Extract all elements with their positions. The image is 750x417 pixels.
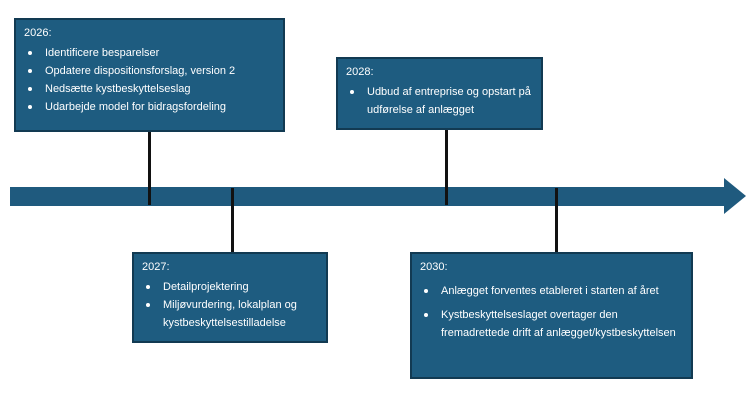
milestone-item: Kystbeskyttelseslaget overtager den frem…	[420, 306, 683, 342]
timeline-arrowhead-icon	[724, 178, 746, 214]
milestone-item: Udbud af entreprise og opstart på udføre…	[346, 83, 533, 119]
milestone-item: Opdatere dispositionsforslag, version 2	[24, 62, 275, 80]
milestone-box-2027: 2027: Detailprojektering Miljøvurdering,…	[132, 252, 328, 343]
milestone-item: Anlægget forventes etableret i starten a…	[420, 282, 683, 300]
milestone-box-2030: 2030: Anlægget forventes etableret i sta…	[410, 252, 693, 379]
milestone-item-list: Detailprojektering Miljøvurdering, lokal…	[142, 278, 318, 332]
milestone-item: Miljøvurdering, lokalplan og kystbeskytt…	[142, 296, 318, 332]
milestone-box-2026: 2026: Identificere besparelser Opdatere …	[14, 18, 285, 132]
milestone-item-list: Identificere besparelser Opdatere dispos…	[24, 44, 275, 116]
milestone-item: Udarbejde model for bidragsfordeling	[24, 98, 275, 116]
milestone-year: 2026:	[24, 27, 52, 39]
connector-2026	[148, 131, 151, 205]
milestone-item: Identificere besparelser	[24, 44, 275, 62]
milestone-item: Detailprojektering	[142, 278, 318, 296]
milestone-item-list: Anlægget forventes etableret i starten a…	[420, 282, 683, 342]
connector-2028	[445, 129, 448, 205]
milestone-item-list: Udbud af entreprise og opstart på udføre…	[346, 83, 533, 119]
timeline-arrow-shaft	[10, 187, 726, 206]
milestone-year: 2028:	[346, 66, 374, 78]
milestone-box-2028: 2028: Udbud af entreprise og opstart på …	[336, 57, 543, 130]
connector-2027	[231, 188, 234, 254]
milestone-item: Nedsætte kystbeskyttelseslag	[24, 80, 275, 98]
milestone-year: 2030:	[420, 261, 448, 273]
milestone-year: 2027:	[142, 261, 170, 273]
connector-2030	[555, 188, 558, 253]
